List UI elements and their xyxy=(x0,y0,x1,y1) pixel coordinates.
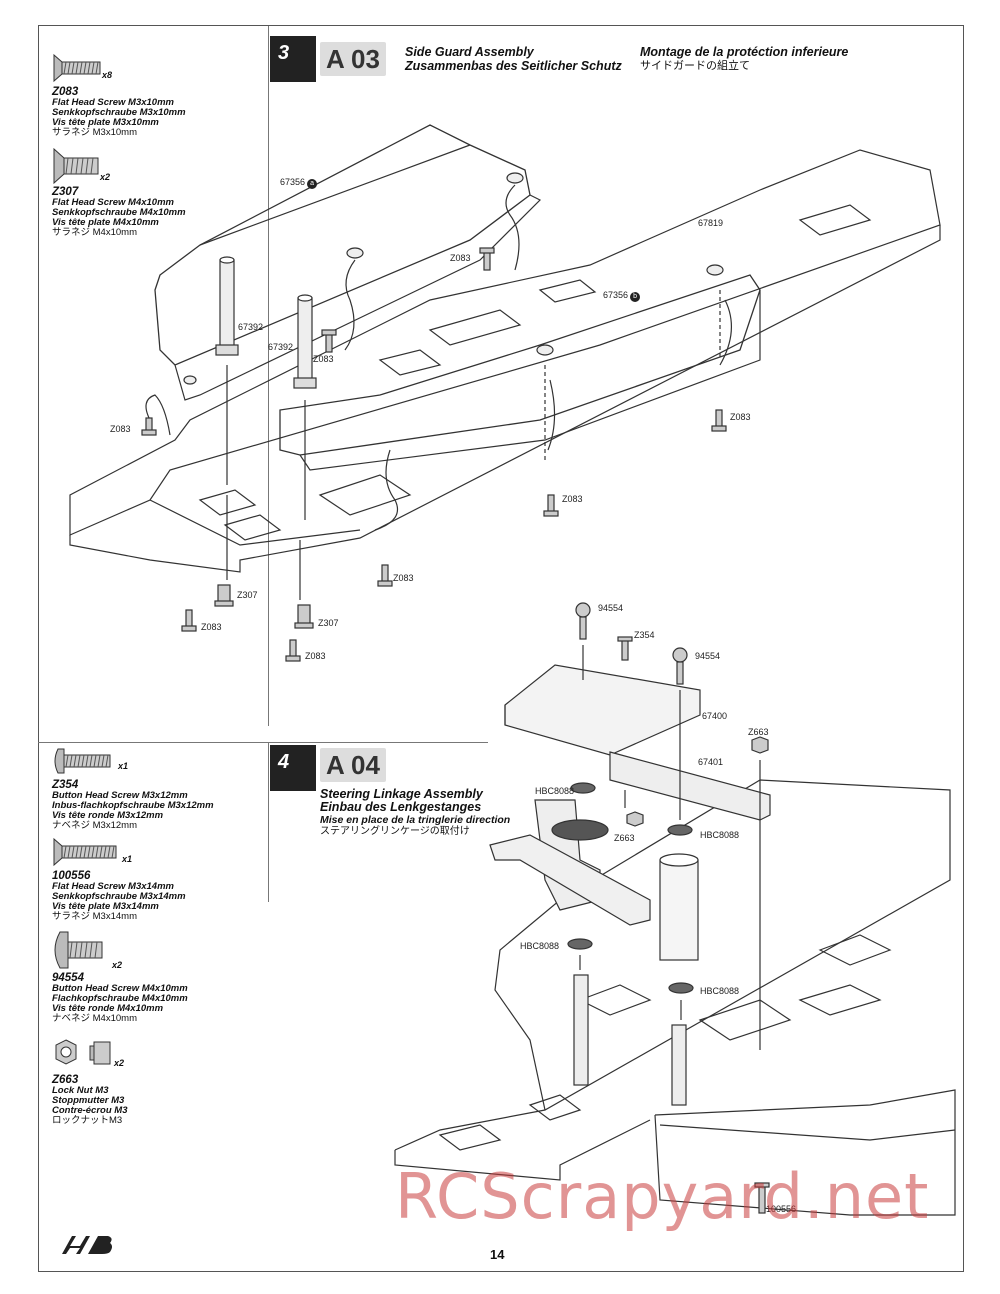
part-desc-de: Senkkopfschraube M3x10mm xyxy=(52,107,186,118)
part-z307: x2 Z307 Flat Head Screw M4x10mm Senkkopf… xyxy=(52,147,262,238)
part-desc-en: Flat Head Screw M4x10mm xyxy=(52,197,174,208)
part-desc-de: Senkkopfschraube M3x14mm xyxy=(52,891,186,902)
flat-head-screw-icon xyxy=(53,53,101,83)
watermark: RCScrapyard.net xyxy=(395,1160,930,1233)
label-hbc8088: HBC8088 xyxy=(700,830,740,840)
label-67392: 67392 xyxy=(268,342,294,352)
label-94554: 94554 xyxy=(695,651,721,661)
step-3-title-de: Zusammenbas des Seitlicher Schutz xyxy=(405,59,622,73)
part-code: 94554 xyxy=(52,972,84,984)
step-4-title-fr: Mise en place de la tringlerie direction xyxy=(320,814,511,826)
label-hbc8088: HBC8088 xyxy=(700,986,740,996)
part-z354: x1 Z354 Button Head Screw M3x12mm Inbus-… xyxy=(52,745,262,831)
label-z307: Z307 xyxy=(318,618,339,628)
button-head-screw-icon xyxy=(54,748,111,774)
part-z083: x8 Z083 Flat Head Screw M3x10mm Senkkopf… xyxy=(52,52,262,138)
label-z083: Z083 xyxy=(730,412,751,422)
parts-column-divider xyxy=(268,26,269,726)
label-z083: Z083 xyxy=(313,354,334,364)
part-desc-jp: サラネジ M4x10mm xyxy=(52,227,137,238)
part-100556: x1 100556 Flat Head Screw M3x14mm Senkko… xyxy=(52,836,262,922)
part-code: Z083 xyxy=(52,86,79,98)
step-4-title-de: Einbau des Lenkgestanges xyxy=(320,800,482,814)
step-3-title-jp: サイドガードの組立て xyxy=(640,60,750,72)
part-desc-en: Lock Nut M3 xyxy=(52,1085,109,1096)
part-code: Z307 xyxy=(52,186,79,198)
hb-logo-icon xyxy=(62,1236,112,1254)
part-desc-en: Button Head Screw M4x10mm xyxy=(52,983,188,994)
part-qty: x2 xyxy=(114,1058,125,1068)
part-desc-jp: サラネジ M3x10mm xyxy=(52,127,137,138)
part-desc-de: Flachkopfschraube M4x10mm xyxy=(52,993,188,1004)
label-hbc8088: HBC8088 xyxy=(520,941,560,951)
part-94554: x2 94554 Button Head Screw M4x10mm Flach… xyxy=(52,930,262,1024)
step-4-code: A 04 xyxy=(320,748,386,782)
step-3-badge: 3 xyxy=(270,36,316,82)
part-z663: x2 Z663 Lock Nut M3 Stoppmutter M3 Contr… xyxy=(52,1038,262,1126)
step-3-code: A 03 xyxy=(320,42,386,76)
label-z663: Z663 xyxy=(614,833,635,843)
label-z354: Z354 xyxy=(634,630,655,640)
label-hbc8088: HBC8088 xyxy=(535,786,575,796)
part-desc-jp: サラネジ M3x14mm xyxy=(52,911,137,922)
lock-nut-icon xyxy=(55,1039,111,1065)
label-67401: 67401 xyxy=(698,757,724,767)
part-desc-jp: ナベネジ M4x10mm xyxy=(52,1013,137,1024)
label-z083: Z083 xyxy=(305,651,326,661)
brand-logo xyxy=(58,1232,118,1263)
step-4-title-en: Steering Linkage Assembly xyxy=(320,787,483,801)
label-67819: 67819 xyxy=(698,218,724,228)
step4-steering-drawing xyxy=(394,602,956,1216)
part-qty: x8 xyxy=(102,70,113,80)
button-head-screw-icon xyxy=(54,931,103,969)
label-z083: Z083 xyxy=(110,424,131,434)
part-desc-de: Senkkopfschraube M4x10mm xyxy=(52,207,186,218)
part-qty: x2 xyxy=(100,172,111,182)
part-desc-en: Button Head Screw M3x12mm xyxy=(52,790,188,801)
step-3-title-fr: Montage de la protéction inferieure xyxy=(640,45,849,59)
step3-chassis-drawing xyxy=(69,124,941,662)
part-desc-de: Stoppmutter M3 xyxy=(52,1095,125,1106)
flat-head-screw-icon xyxy=(53,837,117,867)
part-desc-fr: Vis tête plate M3x14mm xyxy=(52,901,159,912)
label-z663: Z663 xyxy=(748,727,769,737)
part-desc-en: Flat Head Screw M3x10mm xyxy=(52,97,174,108)
parts-column-divider-lower xyxy=(268,742,269,902)
part-desc-fr: Vis tête ronde M4x10mm xyxy=(52,1003,164,1014)
label-z307: Z307 xyxy=(237,590,258,600)
part-code: Z354 xyxy=(52,779,79,791)
step-3-title-en: Side Guard Assembly xyxy=(405,45,534,59)
label-z083: Z083 xyxy=(450,253,471,263)
part-desc-fr: Vis tête ronde M3x12mm xyxy=(52,810,164,821)
label-94554: 94554 xyxy=(598,603,624,613)
section-rule xyxy=(38,742,268,743)
part-code: Z663 xyxy=(52,1074,79,1086)
part-qty: x1 xyxy=(118,761,129,771)
part-desc-fr: Contre-écrou M3 xyxy=(52,1105,128,1116)
label-67392: 67392 xyxy=(238,322,264,332)
part-desc-en: Flat Head Screw M3x14mm xyxy=(52,881,174,892)
step-4-title-jp: ステアリングリンケージの取付け xyxy=(320,826,470,837)
label-z083: Z083 xyxy=(562,494,583,504)
part-desc-jp: ロックナットM3 xyxy=(52,1115,123,1126)
label-67400: 67400 xyxy=(702,711,728,721)
step4-header-rule xyxy=(268,742,488,743)
part-desc-fr: Vis tête plate M3x10mm xyxy=(52,117,159,128)
part-desc-de: Inbus-flachkopfschraube M3x12mm xyxy=(52,800,214,811)
part-desc-fr: Vis tête plate M4x10mm xyxy=(52,217,159,228)
part-qty: x1 xyxy=(122,854,133,864)
label-z083: Z083 xyxy=(393,573,414,583)
step-4-badge: 4 xyxy=(270,745,316,791)
label-100556: 100556 xyxy=(766,1204,797,1214)
label-z083: Z083 xyxy=(201,622,222,632)
part-code: 100556 xyxy=(52,870,91,882)
page-number: 14 xyxy=(490,1247,505,1262)
flat-head-screw-icon xyxy=(53,147,99,185)
page-frame xyxy=(38,25,964,1272)
part-qty: x2 xyxy=(112,960,123,970)
part-desc-jp: ナベネジ M3x12mm xyxy=(52,820,137,831)
